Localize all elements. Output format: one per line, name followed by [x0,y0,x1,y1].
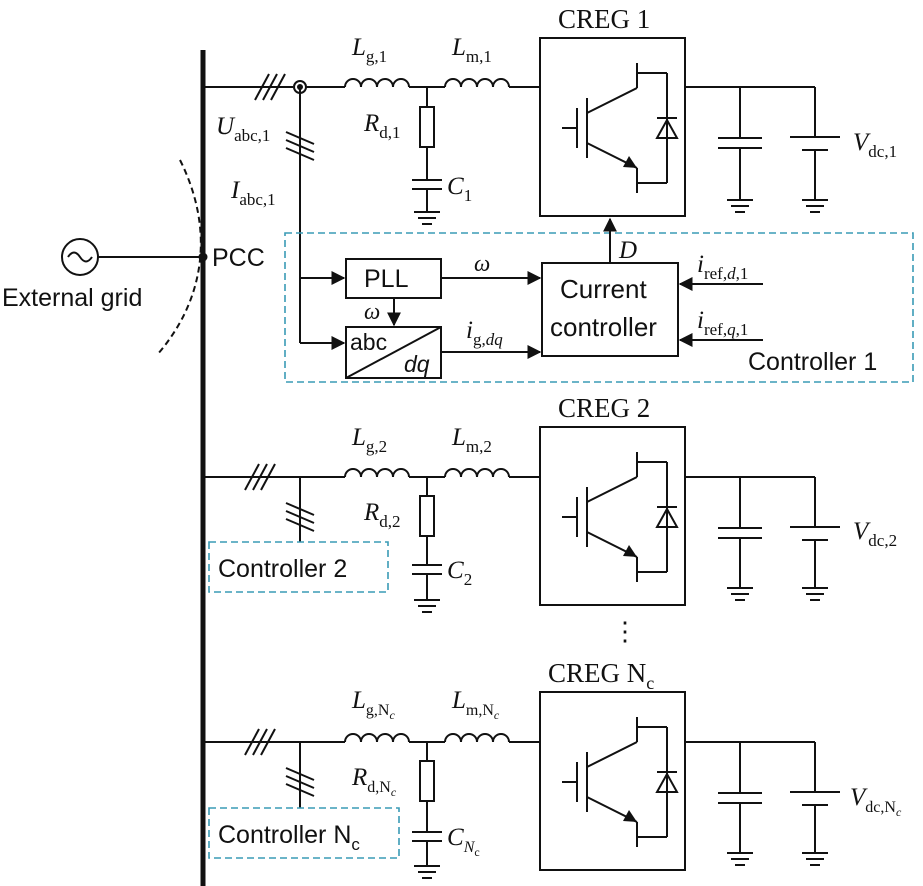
external-grid-source [61,238,203,276]
ellipsis: ⋮ [612,616,638,646]
ig-dq-label: ig,dq [466,317,503,349]
three-phase-mark [244,463,276,491]
creg-2-label: CREG 2 [558,393,650,423]
capacitor-c-nc [412,831,442,842]
capacitor-c-1-label: C1 [447,173,472,205]
vdc-2-label: Vdc,2 [853,518,897,550]
external-grid-label: External grid [2,284,142,312]
creg-nc-box [539,691,686,871]
capacitor-c-1 [412,179,442,190]
capacitor-c-2 [412,564,442,575]
creg-nc-label: CREG Nc [548,658,654,693]
inductor-lg-1-label: Lg,1 [351,34,387,66]
current-measure-label: Iabc,1 [230,177,276,209]
dc-capacitor-1 [718,137,762,149]
abc-label: abc [350,329,387,355]
dc-capacitor-nc [718,792,762,804]
voltage-phase-mark [285,767,315,797]
pcc-node [198,252,208,262]
voltage-phase-mark [285,502,315,532]
voltage-phase-mark [285,131,315,161]
iref-q-label: iref,q,1 [697,307,748,339]
inductor-lm-2-label: Lm,2 [451,424,492,456]
inductor-lg-nc [344,733,410,743]
current-controller-line1: Current [560,274,647,304]
inductor-lm-1-label: Lm,1 [451,34,492,66]
duty-label: D [618,237,637,264]
resistor-rd-1 [419,106,435,148]
controller-1-box [284,232,914,383]
three-phase-mark [254,73,286,101]
igbt-2 [561,451,678,583]
igbt-1 [561,62,678,194]
creg-2-box [539,426,686,606]
capacitor-c-nc-label: CNc [447,824,480,859]
controller-nc-box [208,807,400,859]
controller-nc-label: Controller Nc [218,821,360,854]
controller-1: Controller 1 PLL abc dq ω Current contro… [284,217,914,383]
inductor-lg-1 [344,78,410,88]
branch-nc: Controller Nc Lg,Nc Lm,Nc Rd,Nc CNc CREG… [203,658,902,879]
controller-2-label: Controller 2 [218,555,347,583]
resistor-rd-2-label: Rd,2 [363,499,401,531]
voltage-measure-label: Uabc,1 [216,113,270,145]
vdc-nc-label: Vdc,Nc [850,784,902,819]
branch-1: Uabc,1 Iabc,1 Lg,1 Lm,1 Rd,1 C1 CREG 1 [203,4,897,343]
dq-label: dq [404,351,430,377]
controller-2-box [208,541,389,593]
current-controller-line2: controller [550,312,657,342]
creg-1-label: CREG 1 [558,4,650,34]
omega-label: ω [474,251,490,276]
inductor-lm-nc [444,733,510,743]
inductor-lg-2-label: Lg,2 [351,424,387,456]
pcc-label: PCC [212,244,265,272]
resistor-rd-nc [419,760,435,802]
omega-abc-label: ω [364,299,380,324]
three-phase-mark [244,728,276,756]
inductor-lm-1 [444,78,510,88]
igbt-nc [561,716,678,848]
creg-1-box [539,37,686,217]
pll-label: PLL [364,265,409,293]
inductor-lg-nc-label: Lg,Nc [351,687,395,722]
grid-boundary [156,159,202,356]
dc-capacitor-2 [718,527,762,539]
resistor-rd-2 [419,495,435,537]
inductor-lm-2 [444,468,510,478]
iref-d-label: iref,d,1 [697,251,748,283]
resistor-rd-1-label: Rd,1 [363,110,401,142]
inductor-lm-nc-label: Lm,Nc [451,687,500,722]
controller-1-label: Controller 1 [748,348,877,376]
resistor-rd-nc-label: Rd,Nc [351,764,397,799]
capacitor-c-2-label: C2 [447,557,472,589]
inductor-lg-2 [344,468,410,478]
dc-source-1 [790,136,840,151]
dc-source-nc [790,791,840,806]
vdc-1-label: Vdc,1 [853,129,897,161]
dc-source-2 [790,526,840,541]
branch-2: Controller 2 Lg,2 Lm,2 Rd,2 C2 CREG 2 [203,393,897,613]
